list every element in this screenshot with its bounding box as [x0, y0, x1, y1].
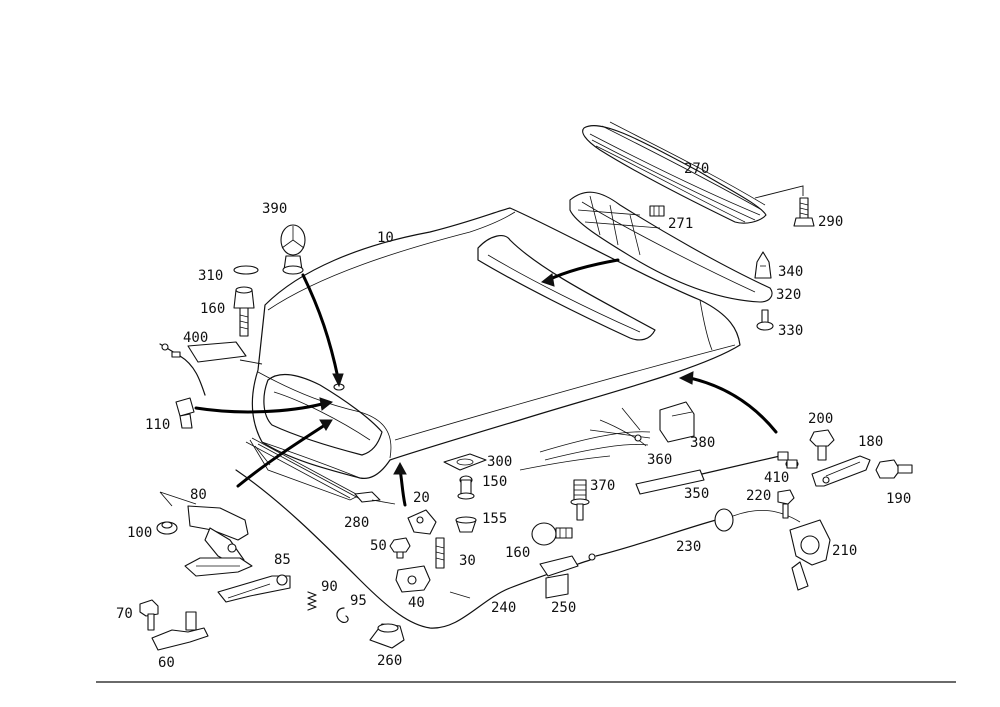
callout-230: 230: [676, 539, 701, 555]
callout-90: 90: [321, 579, 338, 595]
seal-strip-280: [245, 437, 396, 505]
arrow-lip: [398, 468, 407, 507]
seal-ring-310: [233, 265, 259, 275]
link-85: [217, 574, 291, 603]
pad-400: [159, 341, 263, 396]
bump-stop-160b: [531, 522, 573, 546]
callout-340: 340: [778, 264, 803, 280]
buffer-380: [659, 401, 695, 443]
bolt-190: [875, 459, 913, 479]
emblem-390: [280, 224, 306, 275]
clip-271: [649, 205, 665, 217]
arrow-front: [236, 423, 327, 488]
callout-350: 350: [684, 486, 709, 502]
clip-110: [175, 397, 195, 429]
callout-160-top: 160: [200, 301, 225, 317]
lock-40: [395, 565, 431, 593]
callout-300: 300: [487, 454, 512, 470]
grille-270: [582, 121, 767, 224]
plate-300: [443, 453, 487, 471]
callout-155: 155: [482, 511, 507, 527]
callout-160-bottom: 160: [505, 545, 530, 561]
grommet-155: [455, 516, 477, 533]
holder-250: [539, 555, 579, 599]
callout-100: 100: [127, 525, 152, 541]
spring-90: [307, 591, 317, 611]
callout-150: 150: [482, 474, 507, 490]
bolt-30: [435, 537, 445, 569]
callout-30: 30: [459, 553, 476, 569]
callout-10: 10: [377, 230, 394, 246]
cable-240: [235, 469, 591, 629]
callout-210: 210: [832, 543, 857, 559]
callout-370: 370: [590, 478, 615, 494]
arrow-frame: [546, 258, 620, 282]
callout-85: 85: [274, 552, 291, 568]
callout-260: 260: [377, 653, 402, 669]
callout-20: 20: [413, 490, 430, 506]
screw-220: [777, 489, 795, 519]
cable-230-end: [588, 508, 801, 561]
handle-180: [811, 455, 871, 487]
callout-95: 95: [350, 593, 367, 609]
callout-250: 250: [551, 600, 576, 616]
callout-400: 400: [183, 330, 208, 346]
frame-320: [569, 191, 773, 303]
callout-271: 271: [668, 216, 693, 232]
arrow-clip-110: [194, 402, 324, 414]
inner-frame-360: [519, 407, 651, 471]
callout-330: 330: [778, 323, 803, 339]
callout-390: 390: [262, 201, 287, 217]
callout-80: 80: [190, 487, 207, 503]
callout-190: 190: [886, 491, 911, 507]
clip-340: [754, 251, 772, 279]
bump-stop-160a: [233, 286, 255, 337]
pin-150: [457, 475, 475, 500]
screw-290: [754, 185, 815, 227]
bolt-200: [809, 429, 835, 461]
cable-230: [595, 519, 717, 557]
callout-320: 320: [776, 287, 801, 303]
clip-410: [785, 459, 799, 469]
bolt-70: [139, 599, 159, 631]
callout-380: 380: [690, 435, 715, 451]
buffer-370: [570, 479, 590, 521]
callout-70: 70: [116, 606, 133, 622]
callout-360: 360: [647, 452, 672, 468]
callout-290: 290: [818, 214, 843, 230]
callout-110: 110: [145, 417, 170, 433]
callout-280: 280: [344, 515, 369, 531]
callout-310: 310: [198, 268, 223, 284]
callout-60: 60: [158, 655, 175, 671]
bolt-50: [389, 537, 411, 559]
screw-330: [756, 309, 774, 331]
gas-strut-350: [635, 451, 789, 495]
callout-200: 200: [808, 411, 833, 427]
callout-180: 180: [858, 434, 883, 450]
callout-220: 220: [746, 488, 771, 504]
hinge-80: [159, 491, 253, 577]
clip-95: [336, 607, 349, 623]
latch-20: [407, 509, 437, 535]
buffer-260: [369, 623, 405, 649]
bracket-60: [151, 611, 209, 651]
callout-50: 50: [370, 538, 387, 554]
nut-100: [156, 521, 178, 535]
lever-210: [789, 519, 831, 591]
callout-410: 410: [764, 470, 789, 486]
callout-240: 240: [491, 600, 516, 616]
arrow-hood-edge: [688, 376, 778, 434]
arrow-emblem: [301, 273, 340, 380]
callout-40: 40: [408, 595, 425, 611]
callout-270: 270: [684, 161, 709, 177]
